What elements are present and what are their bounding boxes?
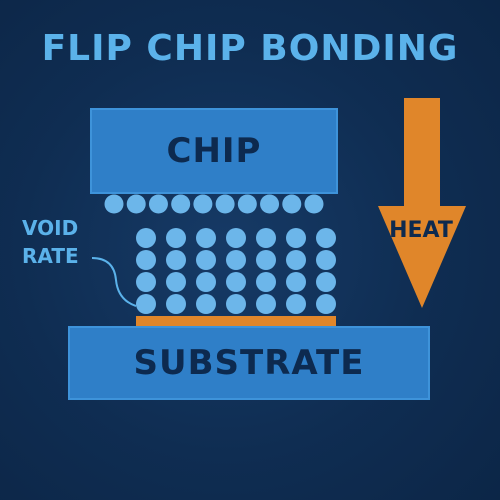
solder-bump (286, 250, 306, 270)
solder-bump (226, 272, 246, 292)
chip-bump (260, 194, 280, 214)
solder-bumps (104, 194, 336, 314)
heat-label: HEAT (389, 218, 453, 243)
chip-block: CHIP (90, 108, 338, 194)
solder-bump (166, 228, 186, 248)
void-rate-line1: VOID (22, 216, 79, 240)
solder-bump (166, 250, 186, 270)
bonding-layer (136, 316, 336, 326)
solder-bump (316, 228, 336, 248)
chip-label: CHIP (166, 131, 262, 171)
solder-bump (256, 250, 276, 270)
solder-bump (226, 250, 246, 270)
solder-bump (286, 272, 306, 292)
solder-bump (196, 250, 216, 270)
solder-bump (136, 294, 156, 314)
chip-bump (126, 194, 146, 214)
chip-bump (171, 194, 191, 214)
solder-bump (226, 294, 246, 314)
void-rate-line2: RATE (22, 244, 79, 268)
void-rate-label: VOID RATE (22, 214, 102, 270)
chip-bump (304, 194, 324, 214)
solder-bump (226, 228, 246, 248)
void-rate-leader-line (91, 257, 137, 307)
solder-bump (256, 272, 276, 292)
solder-bump (136, 272, 156, 292)
chip-bump (148, 194, 168, 214)
solder-bump (166, 294, 186, 314)
substrate-block: SUBSTRATE (68, 326, 430, 400)
solder-bump (316, 250, 336, 270)
solder-bump (196, 294, 216, 314)
solder-bump (316, 294, 336, 314)
chip-bump (237, 194, 257, 214)
solder-bump (286, 228, 306, 248)
chip-bump (193, 194, 213, 214)
solder-bump (136, 228, 156, 248)
solder-bump (196, 228, 216, 248)
diagram-title: FLIP CHIP BONDING (41, 28, 459, 69)
chip-bump (215, 194, 235, 214)
solder-bump (196, 272, 216, 292)
solder-bump (256, 228, 276, 248)
solder-bump (136, 250, 156, 270)
solder-bump (316, 272, 336, 292)
solder-bump (286, 294, 306, 314)
solder-bump (166, 272, 186, 292)
heat-arrow (378, 98, 466, 308)
chip-bump (104, 194, 124, 214)
solder-bump (256, 294, 276, 314)
chip-bump (282, 194, 302, 214)
substrate-label: SUBSTRATE (133, 343, 365, 383)
